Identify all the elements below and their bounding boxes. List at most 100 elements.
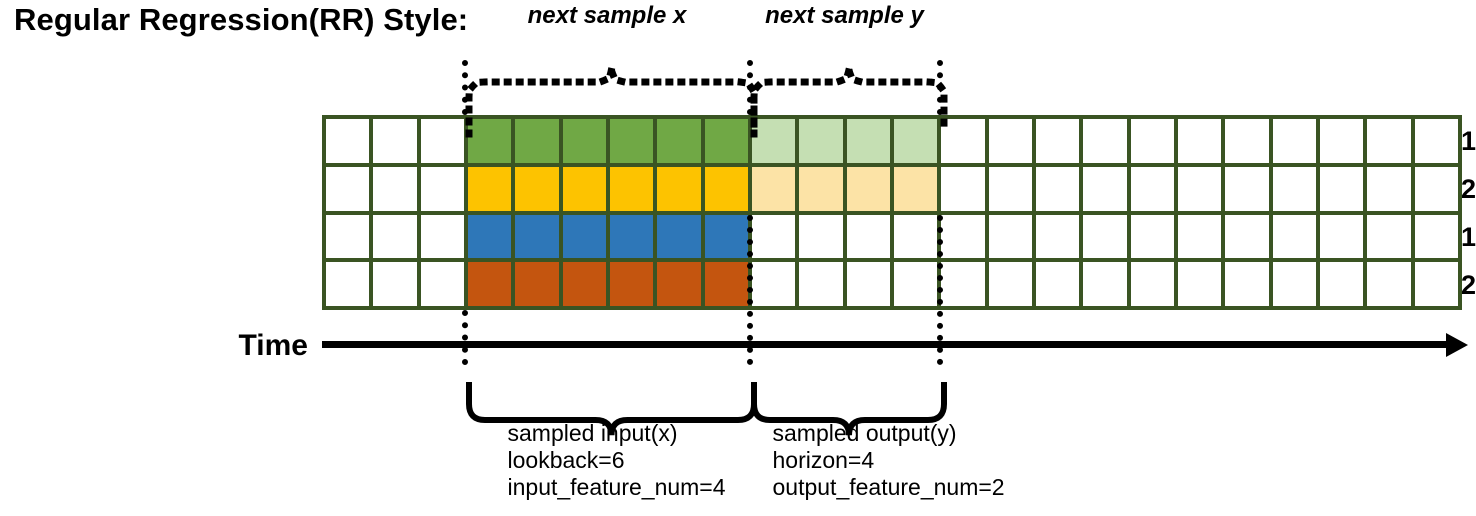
grid-cell-empty (846, 214, 890, 259)
grid-cell-empty (1319, 262, 1364, 306)
grid-cell-empty (1177, 214, 1222, 259)
grid-cell-empty (893, 262, 938, 306)
grid-cell-empty (941, 166, 985, 211)
grid-cell-empty (1414, 119, 1458, 163)
grid-cell-empty (1319, 119, 1364, 163)
grid-cell-empty (1272, 166, 1316, 211)
grid-cell-empty (1225, 262, 1269, 306)
grid-cell-empty (1367, 166, 1411, 211)
grid-cell-empty (1130, 214, 1174, 259)
grid-cell-empty (799, 262, 843, 306)
grid-cell-input (657, 262, 701, 306)
sampled-output-horizon: horizon=4 (772, 447, 875, 473)
brace-path (750, 66, 947, 138)
grid-cell-empty (941, 119, 985, 163)
grid-cell-empty (420, 119, 464, 163)
grid-cell-input (609, 166, 654, 211)
grid-cell-empty (1035, 166, 1080, 211)
grid-cell-empty (1367, 262, 1411, 306)
grid-cell-input (562, 262, 606, 306)
time-axis-line (322, 341, 1452, 348)
grid-cell-empty (420, 214, 464, 259)
grid-cell-output (751, 119, 796, 163)
grid-cell-input (562, 119, 606, 163)
sampled-output-featnum: output_feature_num=2 (772, 474, 1005, 500)
grid-cell-empty (988, 119, 1032, 163)
grid-cell-empty (988, 214, 1032, 259)
grid-cell-empty (1083, 214, 1127, 259)
grid-cell-empty (326, 166, 370, 211)
grid-cell-empty (751, 262, 796, 306)
grid-cell-input (515, 119, 559, 163)
grid-cell-empty (1035, 119, 1080, 163)
grid-cell-empty (373, 119, 417, 163)
grid-cell-empty (1177, 166, 1222, 211)
grid-cell-empty (1083, 262, 1127, 306)
grid-cell-empty (1367, 214, 1411, 259)
grid-cell-empty (799, 214, 843, 259)
sampled-input-lookback: lookback=6 (507, 447, 625, 473)
grid-cell-empty (1272, 119, 1316, 163)
brace-next-sample-x (465, 66, 757, 138)
sampled-output-title: sampled output(y) (772, 420, 957, 446)
grid-cell-empty (1367, 119, 1411, 163)
grid-cell-output (893, 119, 938, 163)
grid-cell-input (609, 262, 654, 306)
grid-cell-empty (1225, 214, 1269, 259)
grid-cell-empty (1177, 119, 1222, 163)
grid-cell-empty (373, 262, 417, 306)
grid-cell-empty (941, 262, 985, 306)
dotted-guide-input-end-lower (746, 215, 753, 365)
grid-cell-empty (1177, 262, 1222, 306)
grid-cell-output (751, 166, 796, 211)
grid-cell-input (657, 214, 701, 259)
grid-cell-input (515, 214, 559, 259)
grid-cell-empty (846, 262, 890, 306)
annotation-next-sample-x: next sample x (527, 2, 687, 29)
grid-cell-empty (1414, 262, 1458, 306)
grid-cell-empty (1130, 262, 1174, 306)
grid-cell-empty (988, 166, 1032, 211)
grid-cell-empty (1130, 166, 1174, 211)
grid-cell-output (799, 166, 843, 211)
grid-cell-empty (1035, 262, 1080, 306)
grid-cell-empty (1272, 214, 1316, 259)
grid-cell-output (799, 119, 843, 163)
grid-cell-empty (373, 214, 417, 259)
sampled-input-title: sampled input(x) (507, 420, 678, 446)
grid-cell-input (609, 214, 654, 259)
grid-cell-empty (988, 262, 1032, 306)
grid-cell-empty (1083, 166, 1127, 211)
grid-cell-input (704, 262, 748, 306)
grid-cell-input (467, 166, 512, 211)
grid-cell-input (657, 119, 701, 163)
grid-cell-empty (373, 166, 417, 211)
grid-cell-input (515, 166, 559, 211)
grid-cell-empty (420, 262, 464, 306)
grid-cell-empty (326, 119, 370, 163)
dotted-guide-input-start-lower (461, 310, 468, 365)
brace-next-sample-y (750, 66, 947, 138)
page-title: Regular Regression(RR) Style: (14, 2, 469, 37)
dotted-guide-input-start (461, 60, 468, 115)
annotation-sampled-input: sampled input(x) lookback=6 input_featur… (508, 420, 726, 501)
brace-path (465, 66, 757, 138)
grid-cell-empty (1035, 214, 1080, 259)
grid-cell-input (704, 214, 748, 259)
grid-cell-empty (1225, 119, 1269, 163)
grid-cell-output (846, 119, 890, 163)
grid-cell-input (657, 166, 701, 211)
grid-cell-empty (1130, 119, 1174, 163)
right-arrow-icon (1446, 333, 1468, 357)
grid-cell-empty (1414, 214, 1458, 259)
grid-cell-input (609, 119, 654, 163)
grid-cell-input (562, 166, 606, 211)
grid-cell-input (467, 262, 512, 306)
grid-cell-input (704, 166, 748, 211)
grid-cell-input (467, 214, 512, 259)
time-axis-label: Time (238, 329, 308, 362)
grid-cell-input (515, 262, 559, 306)
grid-cell-input (562, 214, 606, 259)
dotted-guide-output-end-lower (936, 215, 943, 365)
grid-cell-empty (1319, 214, 1364, 259)
